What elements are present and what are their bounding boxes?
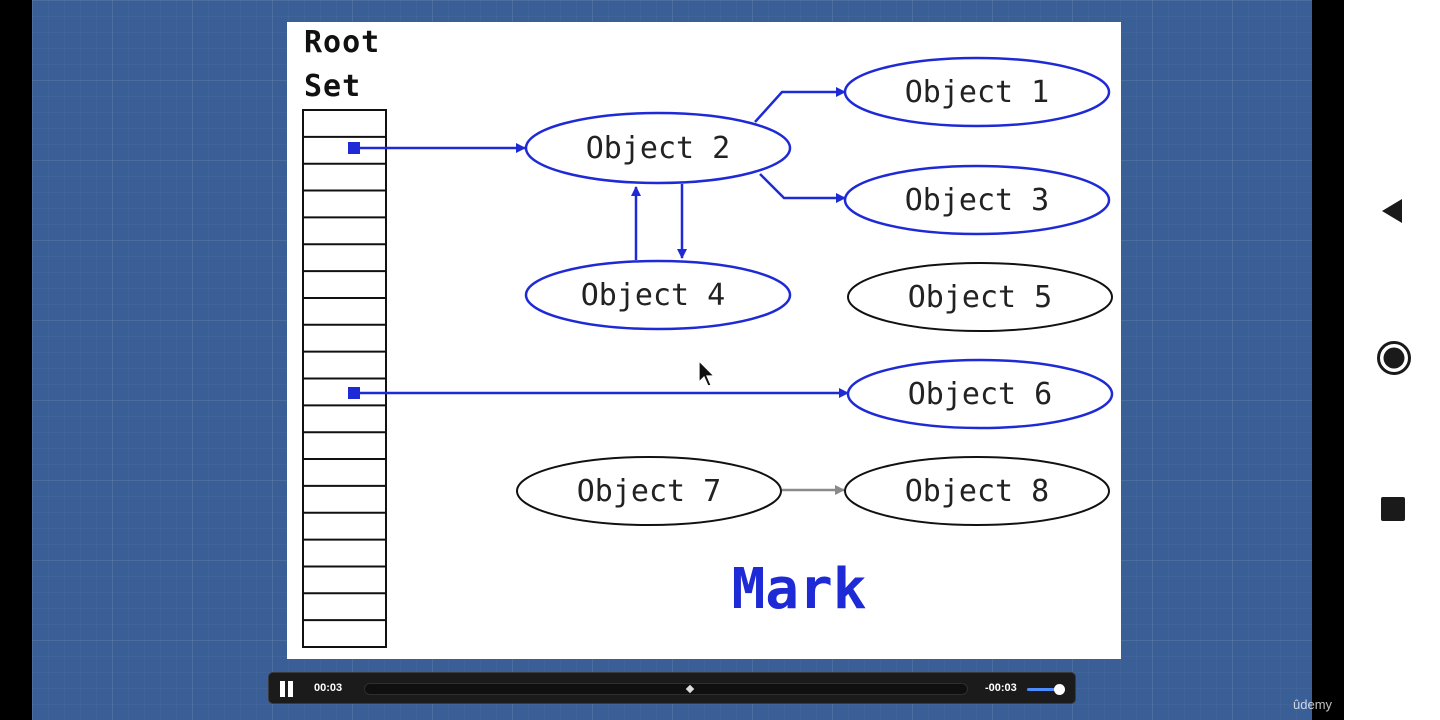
pause-button[interactable]: [279, 681, 295, 697]
current-time: 00:03: [314, 682, 343, 694]
object-node-3: Object 3: [843, 164, 1111, 236]
video-player[interactable]: Root Set: [32, 0, 1332, 720]
volume-slider[interactable]: [1027, 684, 1066, 695]
recents-icon[interactable]: [1381, 497, 1405, 521]
root-set-column: [302, 109, 387, 648]
udemy-watermark: ûdemy: [1293, 697, 1333, 712]
object-node-4: Object 4: [524, 259, 792, 331]
phase-label: Mark: [732, 557, 867, 622]
volume-level: [1027, 688, 1060, 691]
seek-bar[interactable]: [364, 683, 968, 695]
home-icon[interactable]: [1376, 340, 1412, 376]
video-control-bar: 00:03 -00:03: [268, 672, 1076, 704]
root-set-label-line2: Set: [304, 69, 362, 104]
object-node-5: Object 5: [847, 262, 1113, 332]
arrow-object-2-to-object-1: [754, 87, 846, 123]
remaining-time: -00:03: [985, 682, 1017, 694]
svg-text:Object 4: Object 4: [581, 278, 726, 313]
android-nav-bar: [1344, 0, 1440, 720]
mouse-cursor-icon: [698, 360, 716, 387]
volume-handle[interactable]: [1054, 684, 1066, 695]
mark-diagram: Object 1 Object 2 Object 3 Object 4 Obje…: [302, 56, 1114, 648]
arrow-object-2-to-object-3: [759, 173, 846, 203]
root-set-label-line1: Root: [304, 25, 381, 60]
slide: Root Set: [287, 22, 1121, 659]
object-node-2: Object 2: [524, 111, 792, 185]
object-node-8: Object 8: [844, 456, 1110, 526]
svg-text:Object 1: Object 1: [905, 75, 1050, 110]
root-pointer-2: [348, 387, 360, 399]
svg-text:Object 8: Object 8: [905, 474, 1050, 509]
svg-text:Object 3: Object 3: [905, 183, 1050, 218]
object-node-6: Object 6: [846, 358, 1114, 430]
svg-text:Object 7: Object 7: [577, 474, 722, 509]
svg-text:Object 2: Object 2: [586, 131, 731, 166]
pause-icon: [280, 681, 285, 697]
seek-handle[interactable]: [685, 684, 695, 694]
object-node-1: Object 1: [843, 56, 1111, 128]
root-pointer-1: [348, 142, 360, 154]
object-node-7: Object 7: [516, 456, 782, 526]
svg-text:Object 6: Object 6: [908, 377, 1053, 412]
back-icon[interactable]: [1378, 196, 1408, 226]
svg-text:Object 5: Object 5: [908, 280, 1053, 315]
